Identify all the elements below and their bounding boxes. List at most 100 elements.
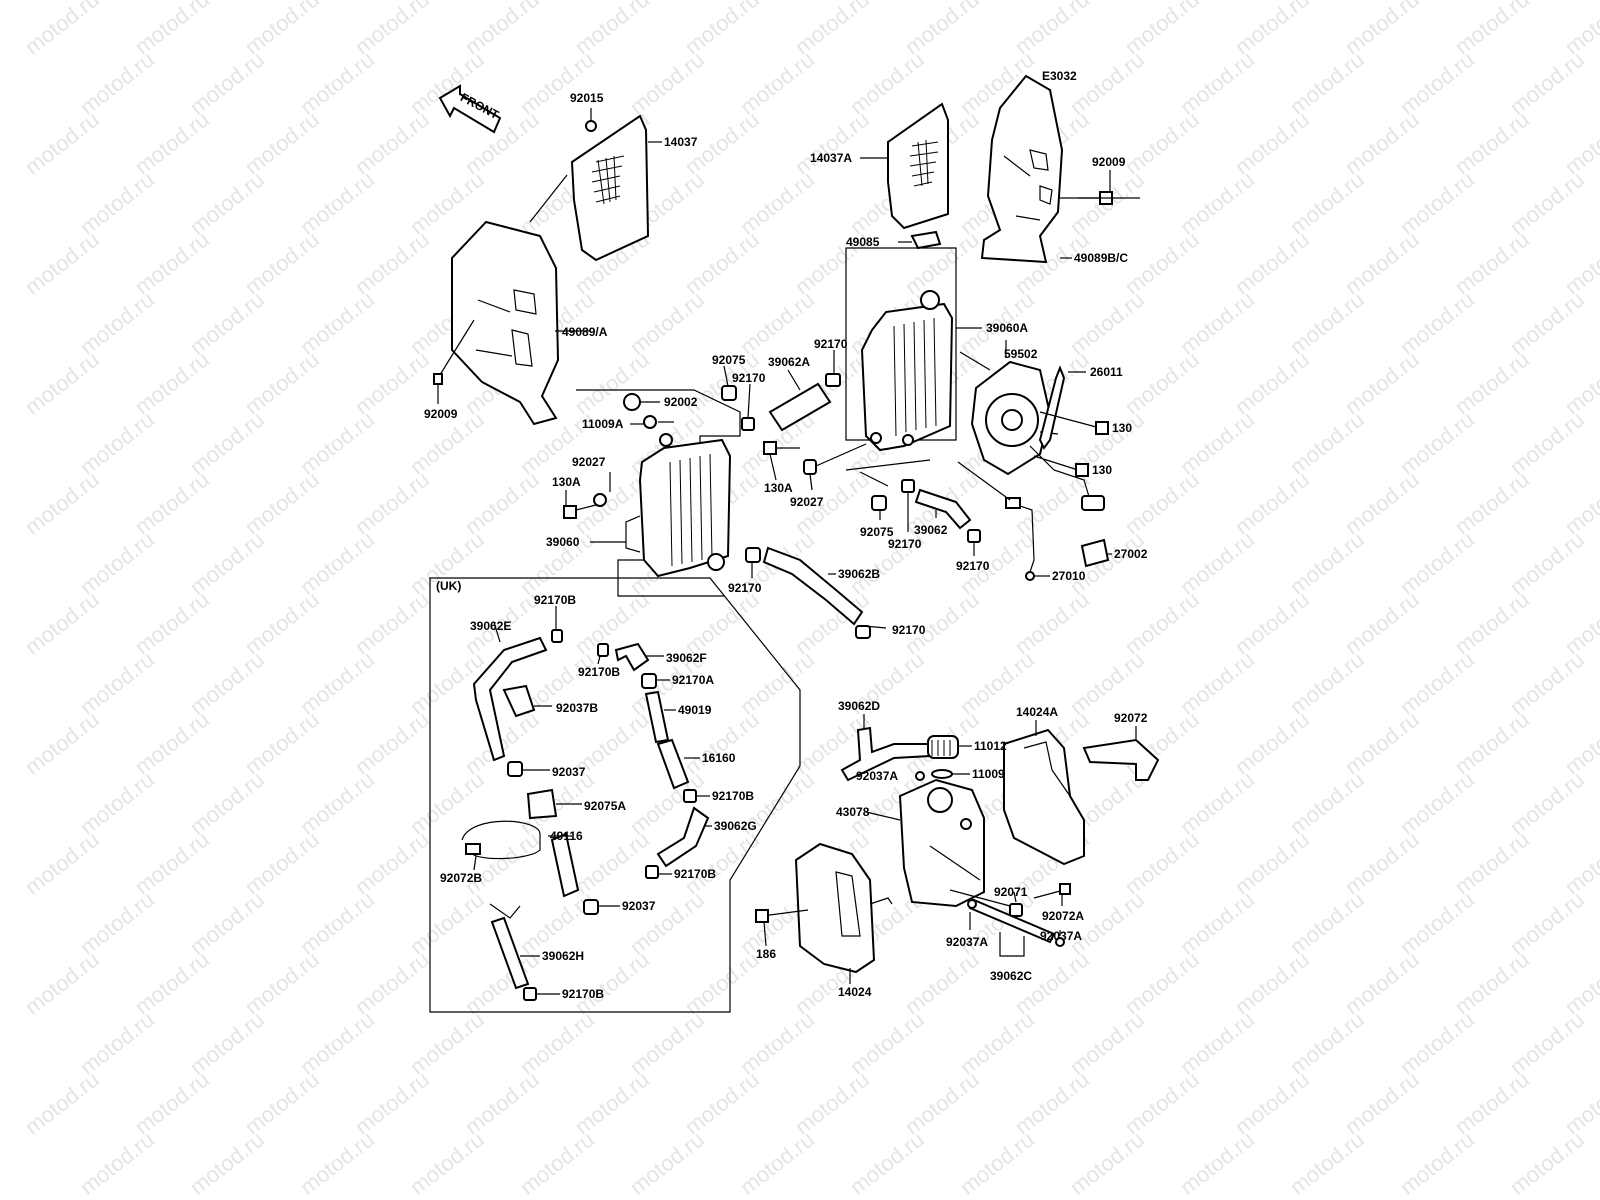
valve-49019 bbox=[644, 690, 670, 744]
cap-11012 bbox=[927, 735, 959, 759]
label-39062D: 39062D bbox=[838, 699, 880, 713]
clamp-92170-39062B-bottom bbox=[855, 625, 871, 639]
hose-39062C bbox=[967, 898, 1065, 947]
label-92027-right: 92027 bbox=[790, 495, 824, 509]
diagram-code: E3032 bbox=[1042, 69, 1077, 83]
label-92037A-2: 92037A bbox=[946, 935, 988, 949]
label-92170-a: 92170 bbox=[814, 337, 848, 351]
label-92002: 92002 bbox=[664, 395, 698, 409]
label-59502: 59502 bbox=[1004, 347, 1038, 361]
label-49089BC: 49089B/C bbox=[1074, 251, 1128, 265]
bracket-26011 bbox=[1038, 365, 1066, 450]
radiator-cap-49085 bbox=[910, 230, 942, 250]
bracket-92072 bbox=[1082, 738, 1160, 781]
bolt-130A-right bbox=[763, 441, 800, 455]
label-92170-d: 92170 bbox=[956, 559, 990, 573]
label-39062F: 39062F bbox=[666, 651, 707, 665]
clamp-92170-lower-a bbox=[901, 479, 915, 493]
label-92015: 92015 bbox=[570, 91, 604, 105]
label-49116: 49116 bbox=[550, 829, 583, 843]
clamp-92037A-top bbox=[915, 771, 925, 781]
label-49089A: 49089/A bbox=[562, 325, 608, 339]
label-92037A-3: 92037A bbox=[1040, 929, 1082, 943]
label-92075A: 92075A bbox=[584, 799, 626, 813]
right-radiator-shroud bbox=[980, 74, 1064, 264]
cooling-fan-59502 bbox=[970, 360, 1105, 511]
label-26011: 26011 bbox=[1090, 365, 1123, 379]
label-130A-left: 130A bbox=[552, 475, 581, 489]
label-39062: 39062 bbox=[914, 523, 948, 537]
uk-variant-box bbox=[429, 577, 801, 1013]
gasket-11009 bbox=[931, 769, 953, 779]
clamp-92170-39062B-top bbox=[745, 547, 761, 563]
left-radiator-grille bbox=[570, 114, 650, 262]
label-39062H: 39062H bbox=[542, 949, 584, 963]
label-11012: 11012 bbox=[974, 739, 1007, 753]
label-49019: 49019 bbox=[678, 703, 712, 717]
band-92072B bbox=[461, 820, 541, 860]
label-27010: 27010 bbox=[1052, 569, 1086, 583]
label-92037-b: 92037 bbox=[622, 899, 656, 913]
right-radiator bbox=[860, 290, 954, 452]
label-92037B: 92037B bbox=[556, 701, 598, 715]
radiator-cap-92002 bbox=[623, 393, 657, 429]
label-92037A-1: 92037A bbox=[856, 769, 898, 783]
label-92170B-3: 92170B bbox=[712, 789, 754, 803]
clip-92075-lower bbox=[871, 495, 887, 511]
holder-92075A bbox=[526, 788, 558, 820]
label-39060A: 39060A bbox=[986, 321, 1028, 335]
label-186: 186 bbox=[756, 947, 776, 961]
hose-39062G bbox=[656, 806, 710, 868]
clip-92075-upper bbox=[721, 385, 737, 401]
left-radiator-shroud bbox=[451, 220, 560, 426]
label-92072: 92072 bbox=[1114, 711, 1148, 725]
clamp-92170-upper-left bbox=[741, 417, 755, 431]
cap-27002 bbox=[1080, 538, 1110, 568]
label-92071: 92071 bbox=[994, 885, 1028, 899]
cover-14024A bbox=[1003, 728, 1085, 866]
clamp-92037-upper bbox=[507, 761, 523, 777]
label-92170B-2: 92170B bbox=[578, 665, 620, 679]
label-92170-f: 92170 bbox=[892, 623, 926, 637]
clamp-92170B-top bbox=[551, 629, 563, 643]
hose-39062H bbox=[490, 916, 530, 990]
label-92170B-4: 92170B bbox=[674, 867, 716, 881]
grommet-92027-right bbox=[803, 459, 817, 475]
label-39062A: 39062A bbox=[768, 355, 810, 369]
label-130A-right: 130A bbox=[764, 481, 793, 495]
label-16160: 16160 bbox=[702, 751, 736, 765]
bolt-186 bbox=[755, 909, 809, 923]
label-11009A: 11009A bbox=[582, 417, 624, 431]
label-14037A: 14037A bbox=[810, 151, 852, 165]
reservoir-tank-43078 bbox=[898, 778, 985, 908]
label-92170A: 92170A bbox=[672, 673, 714, 687]
thermo-switch-27010 bbox=[1005, 497, 1035, 581]
hose-39062 bbox=[914, 488, 972, 530]
label-39062C: 39062C bbox=[990, 969, 1032, 983]
label-39062B: 39062B bbox=[838, 567, 880, 581]
left-radiator bbox=[625, 433, 732, 578]
bracket-92037B bbox=[502, 684, 536, 718]
label-92170B-1: 92170B bbox=[534, 593, 576, 607]
separator-16160 bbox=[656, 738, 690, 790]
bolt-130-lower bbox=[1033, 455, 1089, 477]
clamp-92037-lower bbox=[583, 899, 599, 915]
label-92072A: 92072A bbox=[1042, 909, 1084, 923]
label-92170-c: 92170 bbox=[888, 537, 922, 551]
clamp-92170B-bottom bbox=[523, 987, 537, 1001]
label-11009: 11009 bbox=[972, 767, 1005, 781]
grommet-92027-left bbox=[593, 493, 607, 507]
label-14024: 14024 bbox=[838, 985, 872, 999]
filter-49116 bbox=[550, 832, 580, 898]
front-arrow-icon: FRONT bbox=[438, 84, 502, 134]
label-39060: 39060 bbox=[546, 535, 580, 549]
label-27002: 27002 bbox=[1114, 547, 1148, 561]
label-92170-b: 92170 bbox=[732, 371, 766, 385]
label-92009-right: 92009 bbox=[1092, 155, 1126, 169]
clamp-92170-upper-right bbox=[825, 373, 841, 387]
right-radiator-grille bbox=[887, 102, 949, 230]
label-43078: 43078 bbox=[836, 805, 870, 819]
label-92075-b: 92075 bbox=[860, 525, 894, 539]
bolt-92072A bbox=[1033, 883, 1071, 899]
